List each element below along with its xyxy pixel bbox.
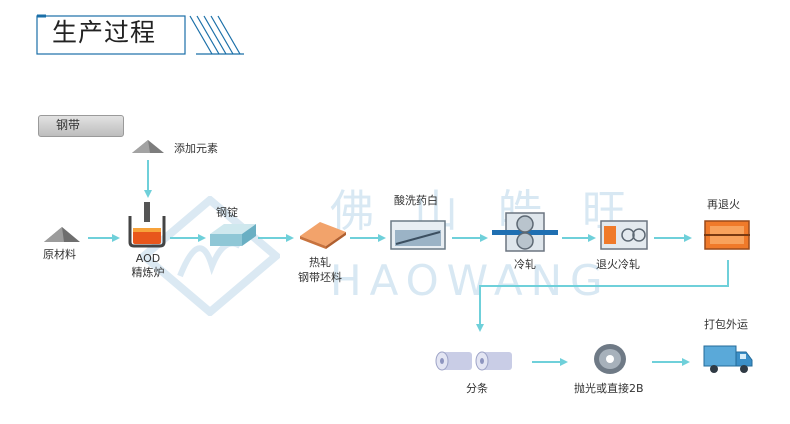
title-frame — [36, 14, 244, 55]
delivery-truck-icon — [703, 345, 753, 373]
raw-material-pile-icon — [44, 227, 80, 242]
hot-roll-slab-icon — [300, 222, 346, 249]
re-anneal-furnace-icon — [704, 220, 750, 250]
steel-strip-tag-label: 钢带 — [56, 118, 81, 132]
aod-furnace-icon — [128, 202, 166, 248]
polish-label: 抛光或直接2B — [574, 382, 644, 395]
watermark-en: HAOWANG — [330, 256, 611, 305]
ingot-icon — [210, 224, 256, 246]
re-anneal-label: 再退火 — [707, 198, 740, 211]
watermark-cn: 佛山皓旺 — [330, 186, 666, 237]
ingot-label: 钢锭 — [216, 206, 238, 219]
page-title: 生产过程 — [52, 18, 157, 47]
slitting-coils-icon — [435, 351, 512, 371]
hot-roll-label-line2: 钢带坯料 — [298, 271, 342, 284]
cold-roll-mill-icon — [492, 212, 558, 252]
polished-coil-icon — [594, 344, 626, 374]
add-elements-pile-icon — [132, 140, 164, 153]
add-elements-label: 添加元素 — [174, 142, 218, 155]
raw-material-label: 原材料 — [43, 248, 76, 261]
pickling-tank-icon — [390, 220, 446, 250]
aod-label-line2: 精炼炉 — [131, 266, 165, 279]
aod-label-line1: AOD — [135, 252, 161, 265]
anneal-cold-roll-label: 退火冷轧 — [596, 258, 640, 271]
package-label: 打包外运 — [704, 318, 748, 331]
cold-roll-label: 冷轧 — [514, 258, 536, 271]
anneal-cold-roll-icon — [600, 220, 648, 250]
arrow-reanneal-to-slitting — [476, 260, 729, 332]
steel-strip-tag — [38, 115, 124, 137]
slitting-label: 分条 — [466, 382, 488, 395]
hot-roll-label-line1: 热轧 — [309, 256, 331, 269]
pickling-label: 酸洗药白 — [394, 194, 438, 207]
